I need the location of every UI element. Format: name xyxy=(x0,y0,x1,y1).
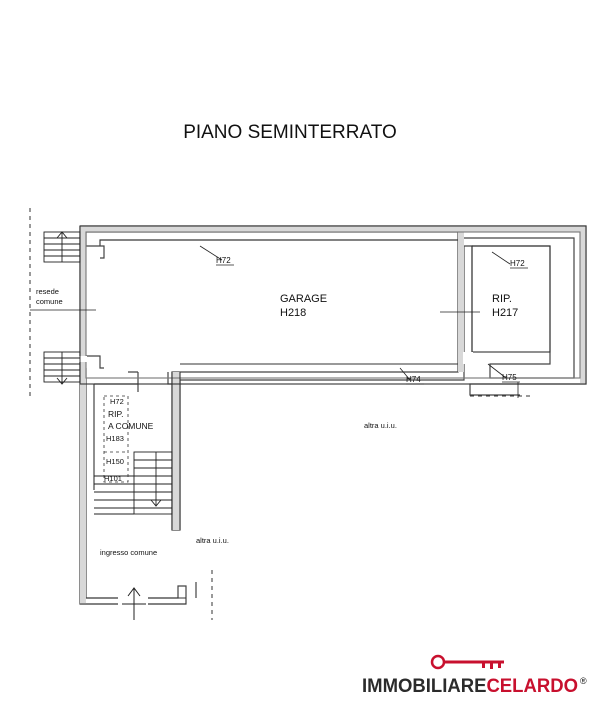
stair-bottom-left xyxy=(43,351,81,385)
opening-entrance xyxy=(118,597,148,605)
rip-stair-outline xyxy=(103,395,129,483)
stair-in-arrow-head xyxy=(150,499,162,507)
entrance-arrow-head xyxy=(127,587,141,597)
label-underlines xyxy=(216,264,528,385)
logo-part1: IMMOBILIARE xyxy=(362,676,486,697)
label-comune: comune xyxy=(36,297,63,306)
outline-rip-room xyxy=(471,245,551,353)
wall-strip-center xyxy=(172,372,180,530)
key-tooth xyxy=(498,663,501,668)
key-icon xyxy=(430,654,504,670)
outline-inner xyxy=(85,231,581,379)
label-h75: H75 xyxy=(502,373,517,382)
plan-title: PIANO SEMINTERRATO xyxy=(183,122,397,143)
label-rip-right-height: H217 xyxy=(492,307,518,319)
label-altra-uiu-1: altra u.i.u. xyxy=(364,421,397,430)
dashed-boundaries xyxy=(29,208,530,620)
stair-in-frame xyxy=(133,451,173,515)
leader-h72-right xyxy=(491,251,511,265)
stair-interior xyxy=(94,451,173,515)
left-wall-upper xyxy=(79,226,460,356)
wall-strip-left-upper xyxy=(80,226,86,356)
stair-top-left xyxy=(43,231,81,263)
leader-h74 xyxy=(399,367,411,381)
label-garage: GARAGE xyxy=(280,293,327,305)
logo-part2: CELARDO xyxy=(486,676,578,697)
stair-bl-arrow-head xyxy=(56,377,68,385)
openings xyxy=(79,352,473,605)
wall-strip-right xyxy=(580,226,586,384)
key-shaft xyxy=(444,660,504,664)
leader-lines xyxy=(30,245,519,398)
leader-h75 xyxy=(487,363,507,379)
label-garage-height: H218 xyxy=(280,307,306,319)
label-a-comune: A COMUNE xyxy=(108,421,154,431)
stair-room-wall xyxy=(93,371,139,490)
label-h183: H183 xyxy=(106,434,124,443)
label-altra-uiu-2: altra u.i.u. xyxy=(196,536,229,545)
key-bow xyxy=(430,654,446,670)
label-resede: resede xyxy=(36,287,59,296)
label-h72-stair: H72 xyxy=(110,397,124,406)
label-h101: H101 xyxy=(104,474,122,483)
rip-stair-room xyxy=(103,395,129,483)
entrance-wall xyxy=(148,582,197,605)
label-rip-right: RIP. xyxy=(492,293,512,305)
opening-rip xyxy=(463,352,473,364)
stair-tl-arrow-head xyxy=(56,231,68,239)
outline-shell xyxy=(79,225,587,385)
wall-strip-top xyxy=(80,226,586,232)
key-tooth xyxy=(490,663,493,669)
label-h72-top: H72 xyxy=(216,256,231,265)
logo-registered: ® xyxy=(580,676,587,686)
label-h74: H74 xyxy=(406,375,421,384)
key-tooth xyxy=(482,663,485,668)
label-rip-stair: RIP. xyxy=(108,409,123,419)
opening-left xyxy=(79,356,87,362)
label-h150: H150 xyxy=(106,457,124,466)
wall-strip-left-lower xyxy=(80,362,86,604)
brand-logo: IMMOBILIARECELARDO ® xyxy=(362,654,587,697)
leader-h72-top xyxy=(199,245,223,261)
logo-text: IMMOBILIARECELARDO xyxy=(362,676,578,697)
wall-fill xyxy=(80,226,586,604)
label-ingresso: ingresso comune xyxy=(100,548,157,557)
label-h72-right: H72 xyxy=(510,259,525,268)
wall-strip-partition xyxy=(458,232,464,372)
entrance-arrow xyxy=(122,587,146,620)
